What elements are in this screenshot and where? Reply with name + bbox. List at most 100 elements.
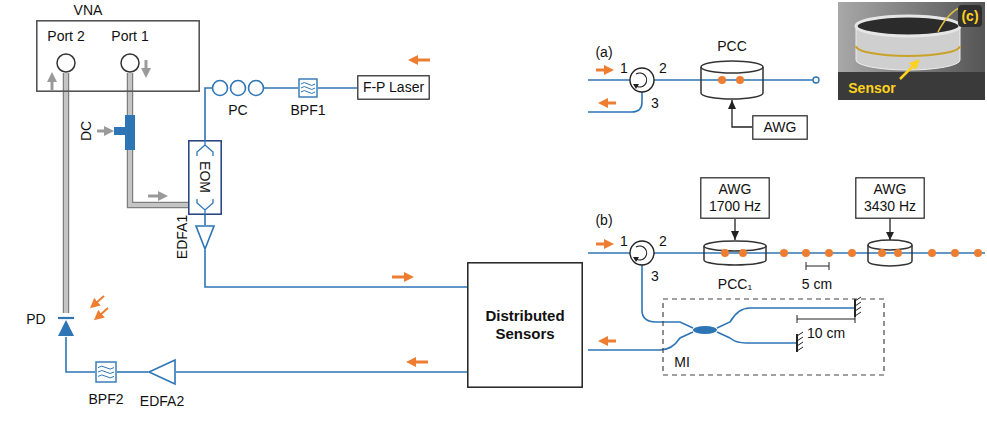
filter-symbol: BPF2 [95, 361, 117, 383]
sensor-dot [951, 249, 959, 257]
filter-symbol-part [98, 375, 114, 378]
pcc-drum [868, 240, 912, 266]
mirror [796, 334, 798, 352]
cable-outline [127, 73, 134, 115]
callout-label: 1 [620, 60, 628, 76]
fiber [642, 265, 693, 328]
sensor-dot [878, 249, 886, 257]
optical-fiber [205, 88, 212, 140]
direction-arrow [596, 243, 606, 246]
node-label: (c) [961, 8, 978, 24]
instrument-box-part [37, 21, 199, 91]
fiber [588, 79, 630, 81]
pcc-drum-part [721, 249, 729, 257]
callout-label: 1 [620, 233, 628, 249]
node-label: PC [228, 102, 247, 118]
filter-symbol-part [98, 371, 114, 374]
photo-part [838, 72, 985, 100]
filter-symbol-part [98, 366, 114, 369]
photodetector: PD [56, 313, 76, 337]
fiber [588, 332, 693, 350]
pcc-drum-part [701, 61, 763, 73]
dimension-bracket [797, 262, 855, 323]
mirror [797, 332, 803, 351]
node-label: AWG 3430 Hz [861, 181, 919, 215]
fiber-end [813, 77, 819, 83]
node-label: F-P Laser [363, 79, 424, 96]
node-label: EDFA2 [140, 393, 184, 409]
generator-box-part [856, 178, 924, 218]
instrument-box: VNAPort 2Port 1 [36, 20, 200, 92]
direction-arrow [606, 340, 616, 343]
circulator [630, 68, 654, 265]
filter-symbol-outline [95, 361, 117, 383]
mirror [797, 297, 861, 352]
interferometer-box: MI [662, 298, 885, 376]
port-part [121, 54, 139, 72]
pcc-drum [868, 240, 912, 250]
filter-symbol: BPF1 [298, 78, 318, 98]
optical-fiber [66, 337, 95, 372]
amplifier-symbol: EDFA2 [148, 359, 176, 385]
fiber-end [813, 77, 819, 83]
photo-part [909, 59, 920, 70]
modulator-part [197, 199, 213, 215]
sensor-dot [780, 249, 788, 257]
optical-fiber [205, 250, 467, 287]
node-label: BPF1 [290, 102, 325, 118]
pcc-drum-outline [703, 240, 767, 266]
polarization-controller-part [213, 81, 228, 96]
modulator-part [189, 141, 221, 214]
node-label: AWG [764, 119, 797, 136]
laser-box: F-P Laser [357, 75, 430, 100]
sensor-dot [894, 249, 902, 257]
rf-cable [64, 73, 68, 313]
sensor-dot [928, 249, 936, 257]
drive-arrow [732, 100, 752, 127]
filter-symbol-part [299, 79, 317, 97]
node-label: Port 1 [111, 28, 148, 44]
text-holder: AWG 3430 Hz [855, 177, 925, 219]
direction-arrow [414, 361, 428, 364]
photodetector-outline [56, 313, 76, 337]
sensor-box-part [468, 263, 582, 387]
direction-arrow [97, 130, 106, 133]
amplifier-symbol-part [196, 226, 214, 249]
photo-part [838, 2, 985, 100]
fiber-coupler [693, 326, 717, 334]
photodetector-part [58, 320, 74, 336]
circulator [633, 257, 639, 262]
amplifier-symbol: EDFA1 [195, 225, 215, 250]
filter-symbol-part [301, 83, 315, 86]
direction-arrow [52, 60, 616, 362]
drive-arrow [889, 218, 890, 240]
rf-cable [130, 150, 188, 205]
drive-arrow [890, 218, 891, 240]
polarization-controller-part [249, 81, 264, 96]
modulator-part [197, 140, 213, 156]
sensor-dot [802, 249, 810, 257]
callout-label: 2 [659, 60, 667, 76]
polarization-controller-outline [212, 78, 264, 98]
sensor-dot [825, 249, 833, 257]
callout-label: 10 cm [807, 325, 845, 341]
direction-arrow [145, 60, 148, 70]
interferometer-box-outline [662, 298, 885, 376]
cable-outline [130, 150, 188, 205]
generator-box: AWG 1700 Hz [700, 177, 770, 219]
sensor-dot [974, 249, 982, 257]
optical-fiber [176, 371, 467, 373]
callout-label: (b) [595, 212, 612, 228]
polarization-controller-part [231, 81, 246, 96]
node-label: DC [78, 121, 94, 141]
port: Port 2 [44, 27, 88, 73]
photo-part [958, 5, 982, 27]
node-label: Port 2 [47, 28, 84, 44]
generator-box-part [753, 116, 807, 139]
node-label: Distributed Sensors [475, 307, 575, 343]
generator-box: AWG [752, 115, 808, 140]
direction-arrow [51, 80, 54, 90]
sensor-dot [780, 249, 982, 257]
fiber [654, 79, 813, 81]
